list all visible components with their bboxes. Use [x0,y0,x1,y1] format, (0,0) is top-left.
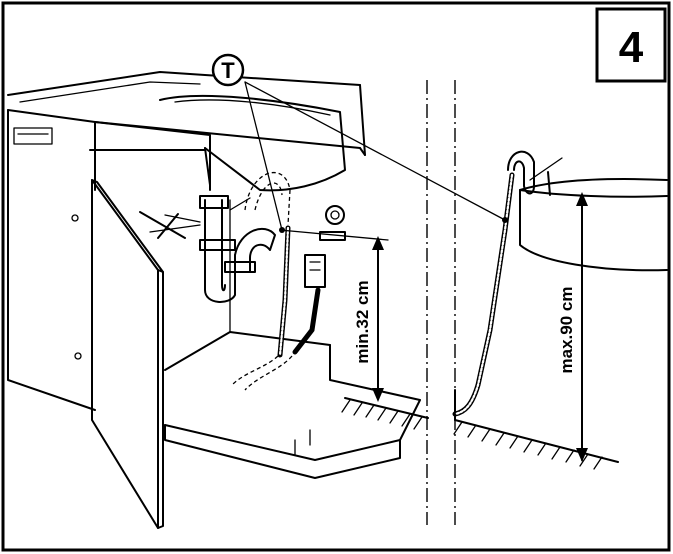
dimension-min-label: min.32 cm [353,280,372,363]
callout-t: T [211,53,508,233]
dimension-min: min.32 cm [279,229,389,402]
dimension-max-label: max.90 cm [557,287,576,374]
cabinet-floor [164,199,421,479]
cabinet-door [91,179,164,529]
water-tap [304,205,346,288]
floor-left [341,397,429,430]
step-number: 4 [619,23,644,72]
cabinet-frame [7,109,211,411]
step-number-box: 4 [595,7,667,83]
drain-hose-inside [231,172,321,391]
break-lines [426,80,456,525]
drain-siphon [139,195,276,303]
dimension-max: max.90 cm [557,192,588,462]
drain-hose-outside [452,150,535,417]
callout-label: T [221,58,235,83]
